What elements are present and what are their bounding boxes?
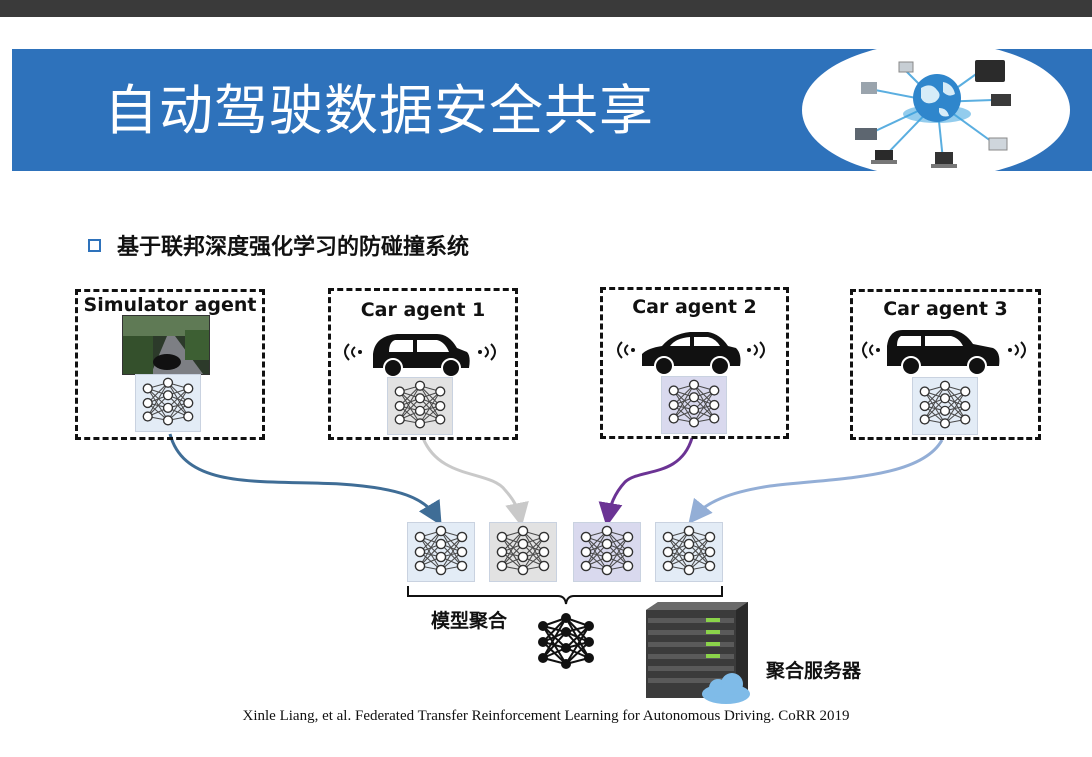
aggregation-brace <box>407 586 723 605</box>
arrow-simulator <box>168 433 442 526</box>
arrow-car1 <box>421 437 529 527</box>
server-label: 聚合服务器 <box>766 660 862 682</box>
top-bar <box>0 0 1092 17</box>
global-model-icon <box>538 613 594 669</box>
aggregated-model-car-2 <box>573 522 641 582</box>
neural-network-icon <box>387 377 453 435</box>
neural-network-icon <box>135 374 201 432</box>
car-icon <box>344 334 496 378</box>
aggregation-label: 模型聚合 <box>431 610 508 632</box>
subtitle-text: 基于联邦深度强化学习的防碰撞系统 <box>117 235 470 260</box>
cloud-icon <box>702 673 750 704</box>
car-icon <box>617 332 765 376</box>
checkbox-bullet-icon <box>88 238 101 252</box>
car-agent-2-box: Car agent 2 <box>600 287 789 439</box>
neural-network-icon <box>912 377 978 435</box>
neural-network-icon <box>661 376 727 434</box>
simulator-agent-box: Simulator agent <box>75 289 265 440</box>
slide-title: 自动驾驶数据安全共享 <box>104 79 654 142</box>
server-icon <box>646 602 750 704</box>
network-globe-icon <box>855 60 1011 168</box>
aggregated-model-car-3 <box>655 522 723 582</box>
simulator-road-image <box>122 315 210 375</box>
arrow-car3 <box>688 439 944 525</box>
citation: Xinle Liang, et al. Federated Transfer R… <box>242 708 850 724</box>
car-agent-1-label: Car agent 1 <box>360 299 486 321</box>
car-agent-3-label: Car agent 3 <box>883 298 1008 320</box>
simulator-agent-label: Simulator agent <box>83 294 257 316</box>
car-agent-1-box: Car agent 1 <box>328 288 518 440</box>
arrow-car2 <box>598 437 694 527</box>
aggregated-model-simulator <box>407 522 475 582</box>
car-icon <box>862 330 1026 376</box>
car-agent-3-box: Car agent 3 <box>850 289 1041 440</box>
aggregated-model-car-1 <box>489 522 557 582</box>
section-subtitle: 基于联邦深度强化学习的防碰撞系统 <box>88 229 469 261</box>
car-agent-2-label: Car agent 2 <box>632 296 757 318</box>
